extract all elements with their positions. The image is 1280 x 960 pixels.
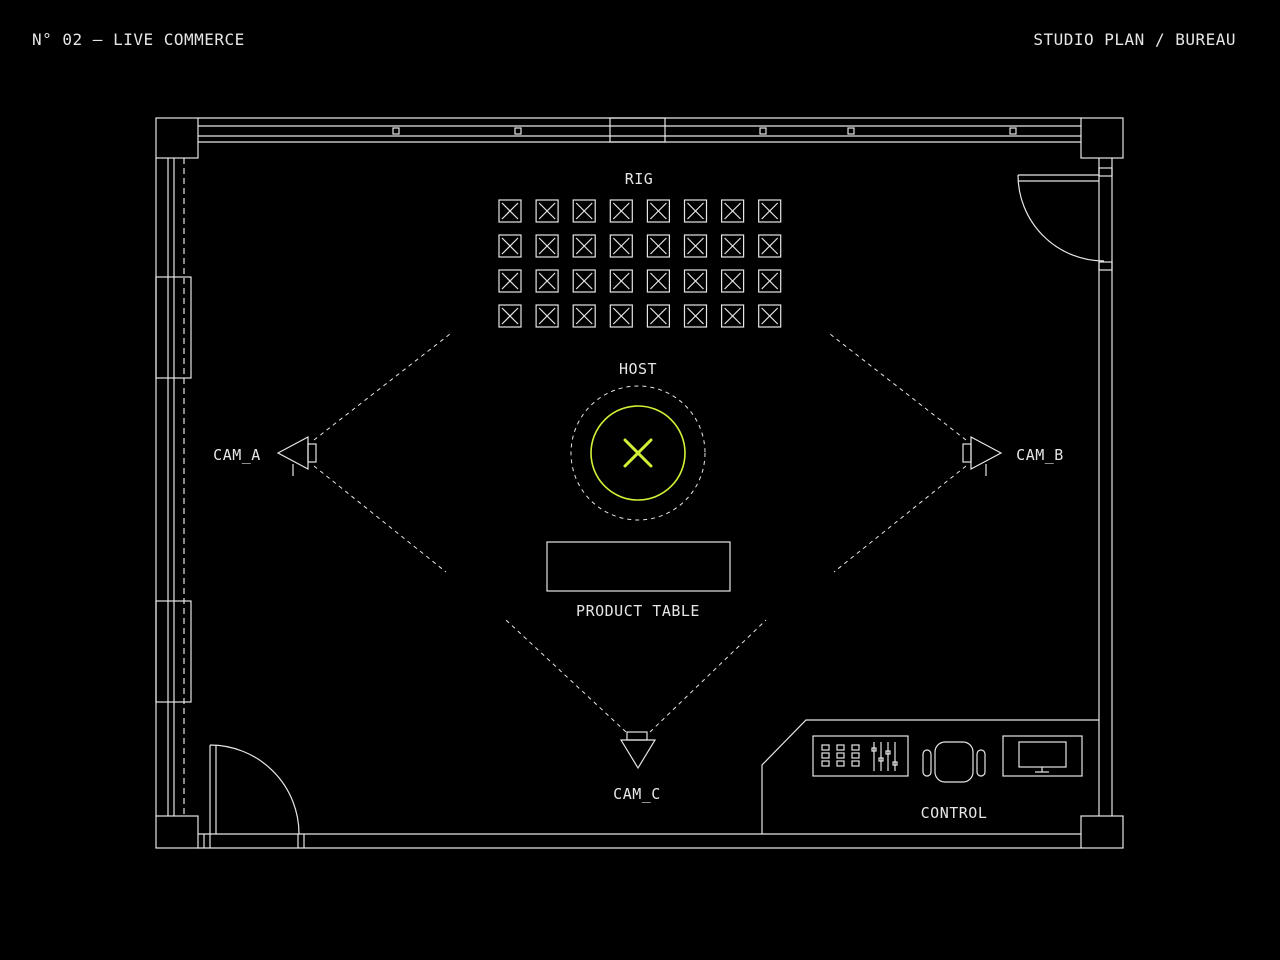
light-fixture-icon [646, 269, 671, 293]
light-fixture-icon [535, 234, 559, 258]
light-fixture-icon [498, 269, 522, 293]
cam-b-label: CAM_B [1016, 446, 1064, 464]
cam-a-label: CAM_A [213, 446, 261, 464]
host-mark-icon [623, 438, 653, 468]
control-label: CONTROL [921, 804, 988, 822]
light-fixture-icon [683, 234, 708, 258]
rig-label: RIG [625, 170, 654, 188]
light-fixture-icon [720, 199, 745, 223]
corner-column-br [1080, 815, 1124, 849]
light-fixture-icon [572, 234, 596, 258]
product-table [546, 541, 731, 592]
camera-icon [619, 731, 657, 770]
top-wall [198, 117, 1081, 143]
light-fixture-icon [572, 269, 596, 293]
cam-c-label: CAM_C [613, 785, 661, 803]
light-fixture-icon [572, 199, 596, 223]
light-fixture-icon [535, 199, 559, 223]
light-fixture-icon [683, 199, 708, 223]
light-fixture-icon [498, 234, 522, 258]
camera-sightlines [313, 333, 967, 733]
camera-icon [276, 436, 317, 476]
bottom-wall [198, 833, 1081, 849]
host-label: HOST [619, 360, 657, 378]
light-fixture-icon [720, 269, 745, 293]
light-fixture-icon [646, 234, 671, 258]
mixer-icon [812, 735, 909, 777]
light-fixture-icon [535, 304, 559, 328]
light-fixture-icon [758, 269, 782, 293]
issue-title: N° 02 — LIVE COMMERCE [32, 30, 245, 49]
light-fixture-icon [609, 304, 633, 328]
corner-column-bl [155, 815, 199, 849]
light-fixture-icon [572, 304, 596, 328]
light-fixture-icon [646, 199, 671, 223]
left-wall [155, 158, 192, 816]
camera-icon [962, 436, 1003, 476]
light-fixture-icon [758, 234, 782, 258]
light-fixture-icon [683, 269, 708, 293]
control-booth [761, 719, 1099, 834]
light-fixture-icon [609, 199, 633, 223]
light-fixture-icon [683, 304, 708, 328]
lighting-rig-grid [498, 199, 782, 328]
light-fixture-icon [646, 304, 671, 328]
light-fixture-icon [758, 304, 782, 328]
corner-column-tl [155, 117, 199, 159]
chair-icon [922, 741, 986, 783]
corner-column-tr [1080, 117, 1124, 159]
light-fixture-icon [720, 304, 745, 328]
light-fixture-icon [609, 234, 633, 258]
light-fixture-icon [758, 199, 782, 223]
light-fixture-icon [535, 269, 559, 293]
light-fixture-icon [498, 304, 522, 328]
door-swing-icon [1017, 174, 1105, 262]
product-table-label: PRODUCT TABLE [576, 602, 700, 620]
right-wall [1098, 158, 1113, 816]
host-marker [570, 385, 706, 521]
light-fixture-icon [609, 269, 633, 293]
door-swing-icon [209, 744, 300, 835]
monitor-icon [1002, 735, 1083, 777]
light-fixture-icon [720, 234, 745, 258]
light-fixture-icon [498, 199, 522, 223]
plan-subtitle: STUDIO PLAN / BUREAU [1033, 30, 1236, 49]
